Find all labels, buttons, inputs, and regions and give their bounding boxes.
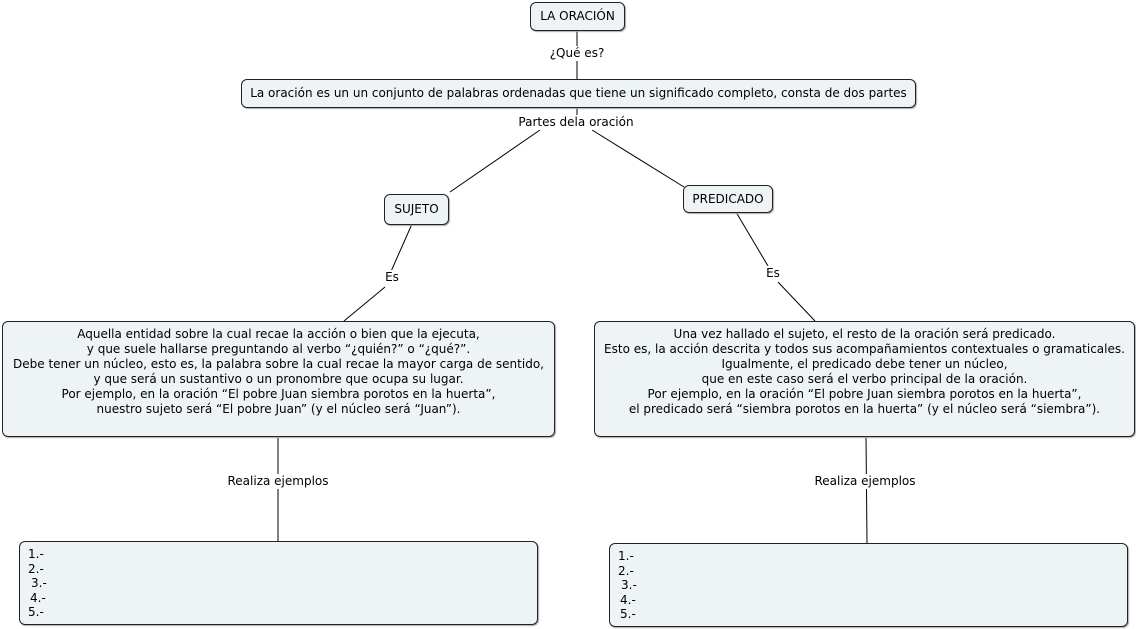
node-label: La oración es un un conjunto de palabras… bbox=[250, 86, 907, 100]
node-definition[interactable]: La oración es un un conjunto de palabras… bbox=[241, 79, 916, 108]
node-sujeto-description[interactable]: Aquella entidad sobre la cual recae la a… bbox=[2, 321, 555, 437]
list-item: 2.- bbox=[28, 561, 44, 576]
link-label-es-sujeto[interactable]: Es bbox=[384, 270, 400, 285]
link-label-es-predicado[interactable]: Es bbox=[765, 266, 781, 281]
link-label-ejemplos-predicado[interactable]: Realiza ejemplos bbox=[813, 474, 917, 489]
list-item: 5.- bbox=[28, 605, 44, 619]
line-predicado-ejemplos bbox=[865, 435, 868, 544]
list-item: 3.- bbox=[31, 576, 47, 590]
node-predicado-examples[interactable]: 1.- 2.- 3.- 4.- 5.- bbox=[609, 543, 1128, 627]
line-es-predicado-desc bbox=[777, 281, 816, 322]
list-item: 5.- bbox=[620, 607, 636, 621]
node-predicado-description[interactable]: Una vez hallado el sujeto, el resto de l… bbox=[594, 321, 1135, 437]
node-sujeto-examples[interactable]: 1.- 2.- 3.- 4.- 5.- bbox=[19, 541, 538, 625]
node-predicado[interactable]: PREDICADO bbox=[683, 185, 773, 213]
list-item: 3.- bbox=[621, 578, 637, 592]
node-label: SUJETO bbox=[394, 202, 439, 216]
list-item: 4.- bbox=[30, 590, 46, 605]
line-es-sujeto-desc bbox=[343, 286, 386, 322]
node-la-oracion[interactable]: LA ORACIÓN bbox=[530, 2, 625, 31]
node-label: LA ORACIÓN bbox=[540, 9, 615, 23]
node-label: Aquella entidad sobre la cual recae la a… bbox=[13, 327, 544, 416]
list-item: 2.- bbox=[618, 563, 634, 578]
link-label-ejemplos-sujeto[interactable]: Realiza ejemplos bbox=[226, 474, 330, 489]
node-label: Una vez hallado el sujeto, el resto de l… bbox=[604, 327, 1125, 416]
link-label-partes[interactable]: Partes dela oración bbox=[517, 115, 635, 130]
list-item: 4.- bbox=[620, 592, 636, 607]
line-partes-predicado bbox=[591, 129, 685, 188]
node-sujeto[interactable]: SUJETO bbox=[384, 194, 449, 225]
node-label: PREDICADO bbox=[692, 191, 764, 206]
line-predicado-es bbox=[735, 211, 769, 267]
line-partes-sujeto bbox=[449, 129, 541, 193]
link-label-que-es[interactable]: ¿Qué es? bbox=[548, 46, 606, 61]
list-item: 1.- bbox=[618, 549, 634, 563]
list-item: 1.- bbox=[28, 547, 44, 561]
